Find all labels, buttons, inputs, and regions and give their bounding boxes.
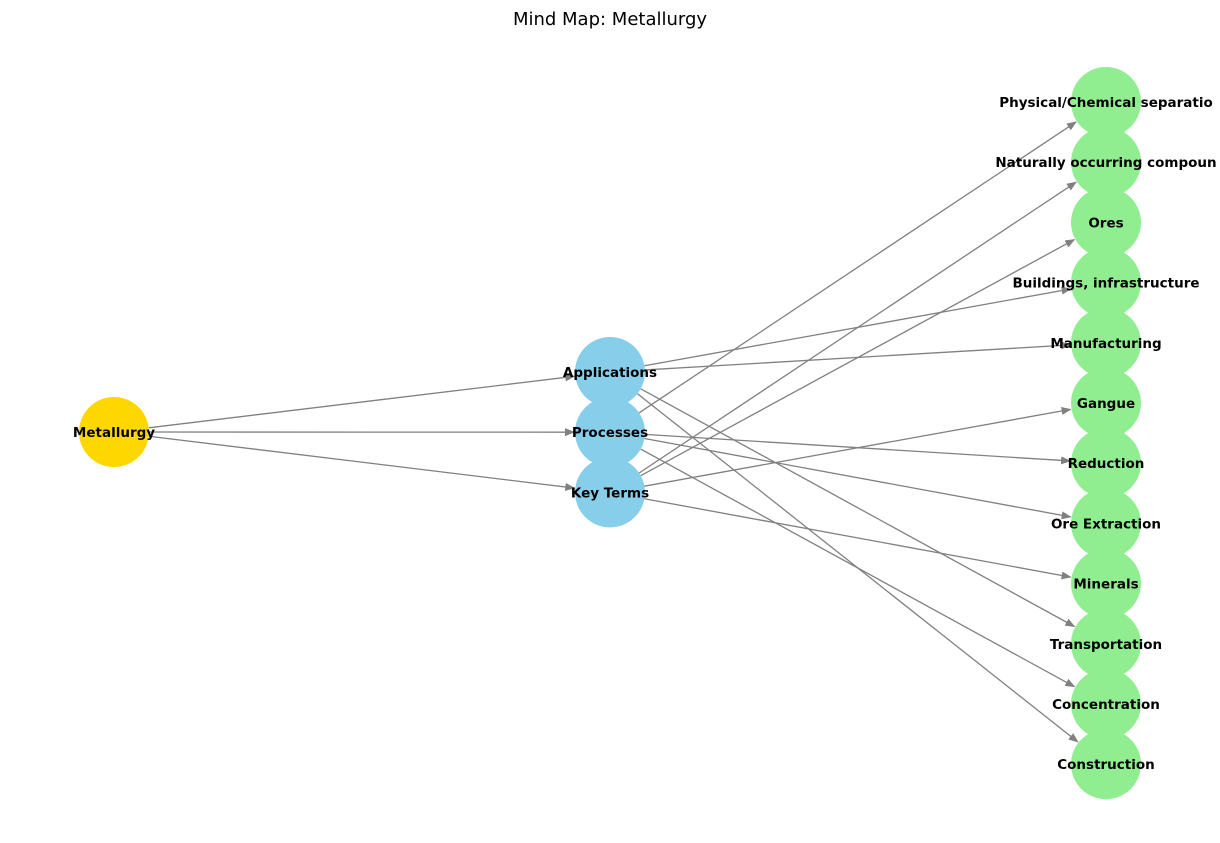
node-label-key-terms: Key Terms bbox=[571, 485, 649, 501]
node-circle-naturally-occurring-compounds bbox=[1071, 127, 1141, 198]
node-label-minerals: Minerals bbox=[1073, 577, 1138, 593]
node-circle-construction bbox=[1071, 729, 1141, 800]
node-naturally-occurring-compounds: Naturally occurring compoun bbox=[995, 127, 1217, 198]
edge-key-terms-to-gangue bbox=[644, 407, 1072, 487]
edge-applications-to-transportation bbox=[640, 388, 1076, 628]
node-label-manufacturing: Manufacturing bbox=[1050, 336, 1161, 352]
node-circle-transportation bbox=[1071, 608, 1141, 679]
node-circle-buildings-infrastructure bbox=[1071, 247, 1141, 318]
node-label-naturally-occurring-compounds: Naturally occurring compoun bbox=[995, 155, 1216, 171]
edges-layer bbox=[148, 121, 1079, 743]
edge-key-terms-to-naturally-occurring-compounds bbox=[638, 181, 1077, 474]
node-circle-minerals bbox=[1071, 548, 1141, 619]
node-circle-physical-chemical-separation bbox=[1071, 67, 1141, 137]
edge-metallurgy-to-key-terms bbox=[148, 435, 576, 491]
node-circle-reduction bbox=[1071, 428, 1141, 499]
node-construction: Construction bbox=[1057, 729, 1155, 800]
node-circle-processes bbox=[575, 397, 645, 468]
node-transportation: Transportation bbox=[1050, 608, 1162, 679]
node-circle-key-terms bbox=[575, 457, 645, 528]
node-concentration: Concentration bbox=[1052, 669, 1160, 739]
node-reduction: Reduction bbox=[1068, 428, 1145, 499]
edge-processes-to-physical-chemical-separation bbox=[638, 121, 1077, 414]
node-label-ore-extraction: Ore Extraction bbox=[1051, 516, 1161, 532]
node-applications: Applications bbox=[563, 337, 657, 407]
node-label-processes: Processes bbox=[572, 425, 648, 441]
node-physical-chemical-separation: Physical/Chemical separatio bbox=[999, 67, 1213, 137]
node-circle-concentration bbox=[1071, 669, 1141, 739]
node-label-buildings-infrastructure: Buildings, infrastructure bbox=[1012, 276, 1199, 292]
edge-processes-to-ore-extraction bbox=[644, 437, 1072, 520]
node-circle-ore-extraction bbox=[1071, 488, 1141, 559]
node-label-transportation: Transportation bbox=[1050, 637, 1162, 653]
node-key-terms: Key Terms bbox=[571, 457, 649, 528]
node-circle-applications bbox=[575, 337, 645, 407]
node-metallurgy: Metallurgy bbox=[73, 397, 155, 467]
node-minerals: Minerals bbox=[1071, 548, 1141, 619]
edge-processes-to-concentration bbox=[640, 448, 1076, 688]
node-buildings-infrastructure: Buildings, infrastructure bbox=[1012, 247, 1200, 318]
node-label-metallurgy: Metallurgy bbox=[73, 425, 155, 441]
node-label-reduction: Reduction bbox=[1068, 456, 1145, 472]
node-label-ores: Ores bbox=[1088, 215, 1123, 231]
node-manufacturing: Manufacturing bbox=[1050, 307, 1162, 378]
node-label-applications: Applications bbox=[563, 365, 657, 381]
edge-key-terms-to-ores bbox=[640, 239, 1076, 477]
node-circle-metallurgy bbox=[79, 397, 149, 467]
node-circle-ores bbox=[1071, 187, 1141, 258]
node-label-physical-chemical-separation: Physical/Chemical separatio bbox=[999, 95, 1213, 111]
node-gangue: Gangue bbox=[1071, 368, 1141, 438]
node-ore-extraction: Ore Extraction bbox=[1051, 488, 1161, 559]
edge-key-terms-to-minerals bbox=[644, 498, 1072, 580]
page-title: Mind Map: Metallurgy bbox=[513, 9, 707, 30]
node-processes: Processes bbox=[572, 397, 648, 468]
node-circle-gangue bbox=[1071, 368, 1141, 438]
node-label-construction: Construction bbox=[1057, 757, 1155, 773]
node-circle-manufacturing bbox=[1071, 307, 1141, 378]
node-label-gangue: Gangue bbox=[1077, 396, 1135, 412]
edge-metallurgy-to-applications bbox=[148, 373, 576, 429]
node-label-concentration: Concentration bbox=[1052, 697, 1160, 713]
node-ores: Ores bbox=[1071, 187, 1141, 258]
